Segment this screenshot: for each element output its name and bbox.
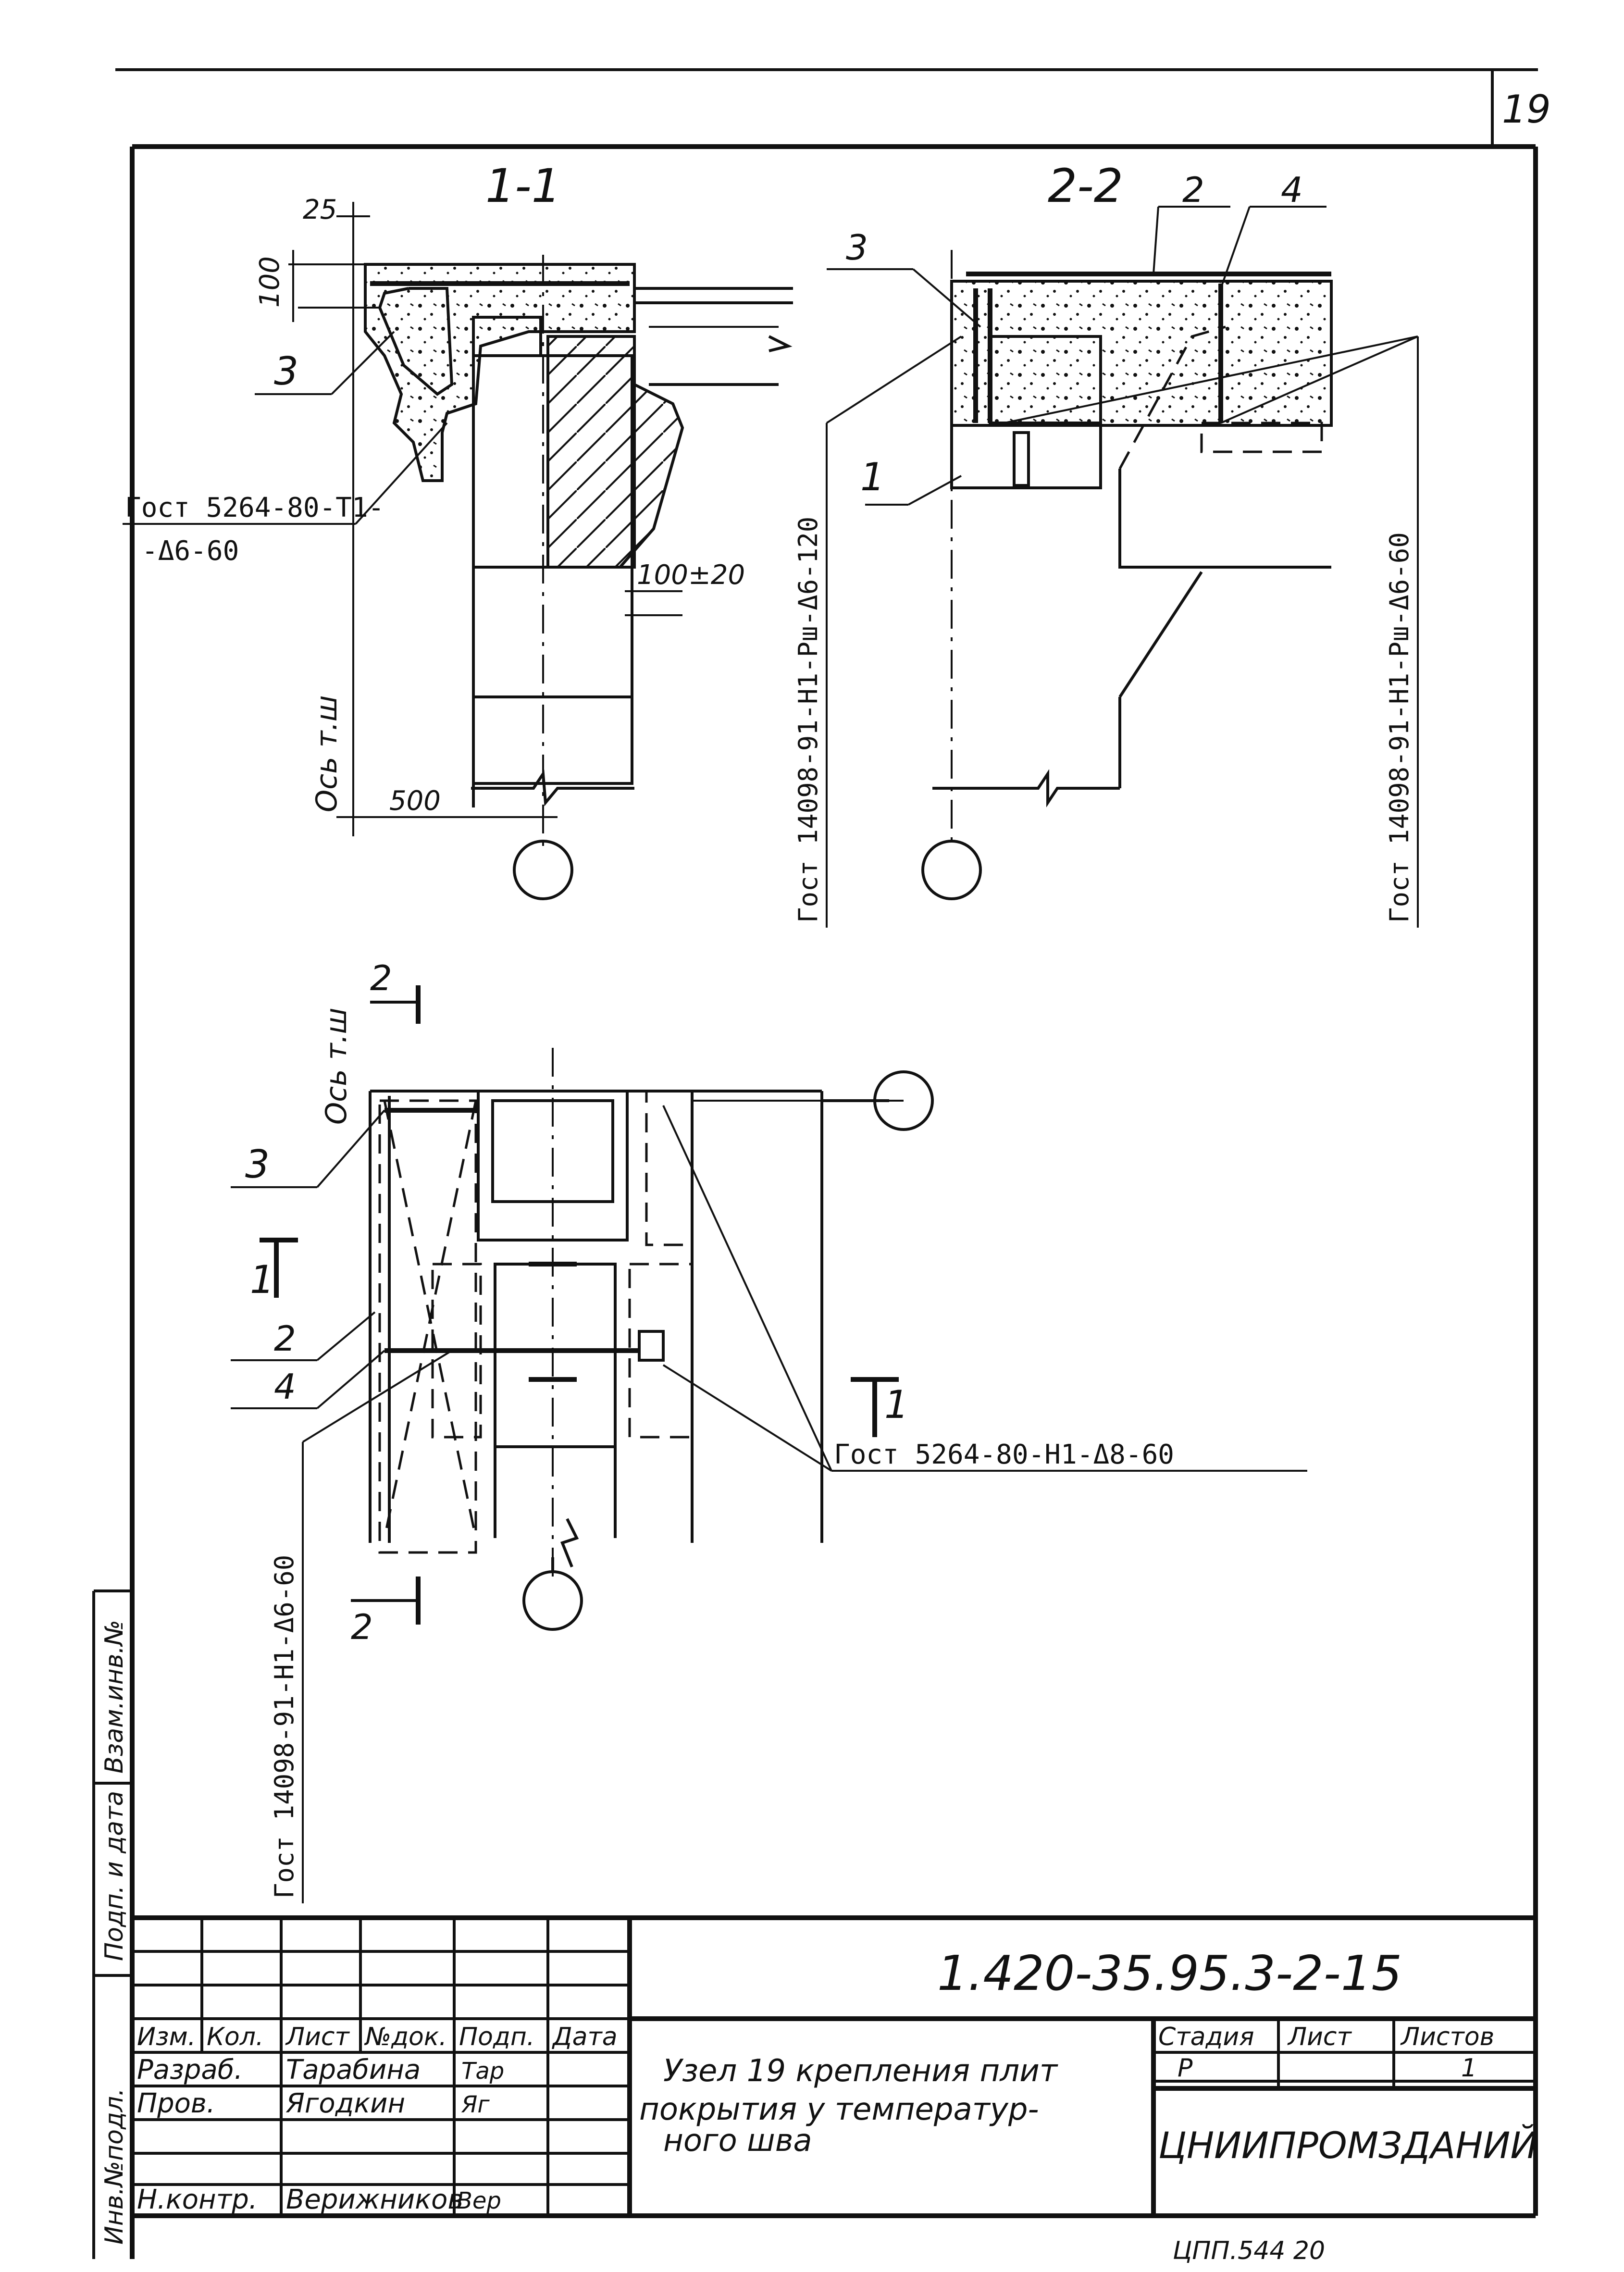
axis-marker-1-1 bbox=[513, 840, 573, 900]
plan-view: 2 Ось т.ш bbox=[231, 958, 1307, 1903]
dim-500: 500 bbox=[389, 785, 441, 817]
callout-4-plan: 4 bbox=[274, 1366, 296, 1407]
stamp-sign-date: Подп. и дата bbox=[100, 1791, 129, 1961]
footer-code: ЦПП.544 20 bbox=[1173, 2236, 1325, 2265]
stage-label: Стадия bbox=[1158, 2023, 1254, 2051]
header-kol: Кол. bbox=[207, 2023, 264, 2051]
cut-2-top: 2 bbox=[370, 958, 392, 998]
sheets-value: 1 bbox=[1461, 2054, 1477, 2083]
sig-develop: Тар bbox=[461, 2058, 504, 2085]
stamp-inv-no: Инв.№подл. bbox=[100, 2088, 129, 2245]
callout-3-s11: 3 bbox=[274, 349, 298, 394]
sheet-label: Лист bbox=[1287, 2023, 1352, 2051]
sheet-frame: 19 bbox=[115, 68, 1551, 2259]
header-ndok: №док. bbox=[364, 2023, 447, 2051]
weld-note-s11-line2: -Δ6-60 bbox=[142, 535, 239, 567]
callout-1-s22: 1 bbox=[860, 455, 885, 499]
callout-3-plan: 3 bbox=[245, 1142, 270, 1187]
section-1-1-title: 1-1 bbox=[485, 159, 561, 213]
name-norm: Верижников bbox=[286, 2184, 463, 2215]
weld-note-plan: Гост 5264-80-Н1-Δ8-60 bbox=[834, 1439, 1174, 1470]
axis-label-plan: Ось т.ш bbox=[320, 1007, 353, 1125]
title-line-1: Узел 19 крепления плит bbox=[663, 2053, 1058, 2089]
header-list: Лист bbox=[285, 2023, 350, 2051]
axis-label-1-1: Ось т.ш bbox=[310, 695, 344, 812]
name-check: Ягодкин bbox=[285, 2088, 405, 2119]
section-2-2: 2-2 2 4 3 1 bbox=[827, 159, 1419, 928]
cut-2-bottom: 2 bbox=[351, 1607, 373, 1647]
header-izm: Изм. bbox=[137, 2023, 196, 2051]
vertical-note-s11: Гост 14098-91-Н1-Рш-Δ6-120 bbox=[793, 517, 823, 923]
sheet-number: 19 bbox=[1502, 87, 1551, 132]
callout-2-s22: 2 bbox=[1182, 170, 1204, 210]
callout-2-plan: 2 bbox=[274, 1318, 296, 1359]
title-line-2: покрытия у температур- bbox=[639, 2092, 1039, 2127]
callout-4-s22: 4 bbox=[1281, 170, 1303, 210]
axis-marker-plan-right bbox=[873, 1070, 934, 1131]
header-data: Дата bbox=[552, 2023, 618, 2051]
doc-code: 1.420-35.95.3-2-15 bbox=[937, 1945, 1402, 2001]
vertical-note-plan: Гост 14098-91-Н1-Δ6-60 bbox=[269, 1555, 299, 1899]
dim-100: 100 bbox=[254, 256, 285, 308]
sig-norm: Вер bbox=[457, 2187, 501, 2214]
axis-marker-2-2 bbox=[921, 840, 982, 900]
sig-check: Яг bbox=[461, 2091, 490, 2118]
role-develop: Разраб. bbox=[137, 2054, 243, 2086]
section-2-2-title: 2-2 bbox=[1048, 159, 1123, 213]
title-block: 1.420-35.95.3-2-15 Изм. Кол. Лист №док. … bbox=[132, 1915, 1537, 2265]
sheets-label: Листов bbox=[1400, 2023, 1494, 2051]
side-stamp: Инв.№подл. Подп. и дата Взам.инв.№ bbox=[92, 1589, 132, 2259]
weld-note-s11-line1: Гост 5264-80-Т1- bbox=[125, 492, 384, 523]
vertical-note-s22: Гост 14098-91-Н1-Рш-Δ6-60 bbox=[1384, 532, 1414, 923]
role-check: Пров. bbox=[137, 2088, 215, 2119]
org-name: ЦНИИПРОМЗДАНИЙ bbox=[1158, 2124, 1537, 2167]
role-norm: Н.контр. bbox=[137, 2184, 258, 2215]
section-1-1: 1-1 25 100 100±20 bbox=[123, 159, 962, 928]
dim-25: 25 bbox=[303, 194, 337, 225]
axis-marker-plan-bottom bbox=[522, 1570, 583, 1631]
stage-value: Р bbox=[1178, 2054, 1193, 2083]
cut-1-left: 1 bbox=[250, 1257, 274, 1302]
stamp-replace-inv: Взам.инв.№ bbox=[100, 1620, 129, 1774]
title-line-3: ного шва bbox=[663, 2123, 812, 2159]
dim-100-20: 100±20 bbox=[637, 559, 745, 591]
cut-1-right: 1 bbox=[884, 1382, 909, 1427]
name-develop: Тарабина bbox=[286, 2054, 421, 2086]
callout-3-s22: 3 bbox=[846, 227, 868, 268]
header-podp: Подп. bbox=[459, 2023, 534, 2051]
